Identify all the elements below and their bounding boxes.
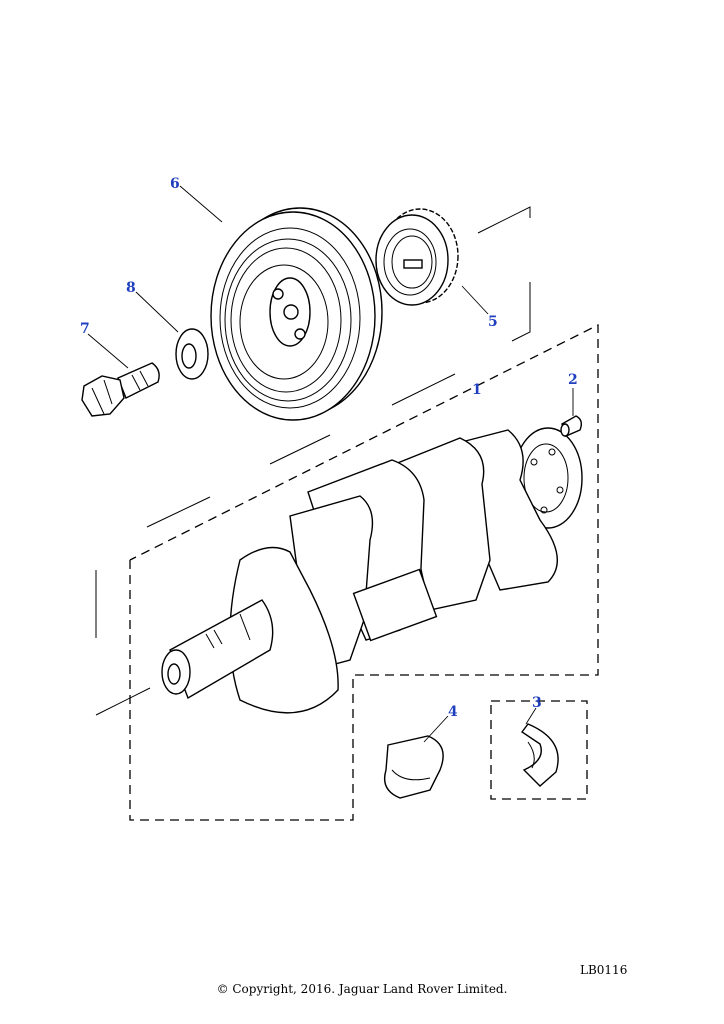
crankshaft-group-boundary (95, 323, 599, 821)
callout-6: 6 (170, 176, 180, 192)
callout-4: 4 (448, 704, 458, 720)
washer (175, 328, 209, 380)
thrust-washer-group (490, 700, 588, 800)
callout-7: 7 (80, 321, 90, 337)
callout-5: 5 (488, 314, 498, 330)
crankshaft (161, 427, 583, 714)
leader-lines (87, 185, 574, 743)
damper-pulley (210, 207, 383, 421)
pulley-bolt (81, 362, 160, 417)
sprocket-bracket (391, 206, 531, 406)
callout-3: 3 (532, 695, 542, 711)
copyright-notice: © Copyright, 2016. Jaguar Land Rover Lim… (216, 982, 508, 996)
callout-8: 8 (126, 280, 136, 296)
reference-code: LB0116 (580, 963, 628, 977)
dowel (560, 415, 583, 437)
callout-1: 1 (472, 382, 482, 398)
main-bearing-shell (383, 735, 444, 799)
crankshaft-sprocket (375, 208, 459, 306)
callout-2: 2 (568, 372, 578, 388)
